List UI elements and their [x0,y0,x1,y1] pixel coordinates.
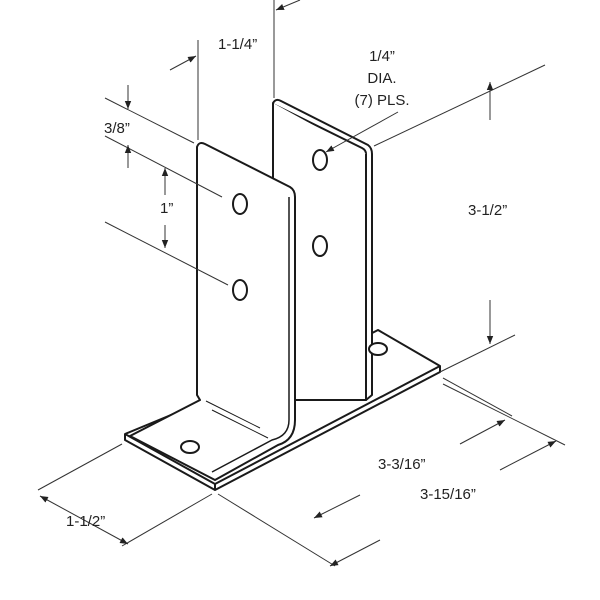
hole [368,342,388,356]
dim-hole-dia-unit: DIA. [367,70,397,87]
dim-edge-to-hole: 3/8” [104,120,130,137]
dim-base-length: 3-15/16” [420,486,476,503]
hole [232,193,248,215]
hole [312,235,328,257]
dim-hole-spacing: 1” [160,200,174,217]
hole [232,279,248,301]
dimension-lines [37,0,566,567]
dim-plate-gap: 1-1/4” [218,36,258,53]
hole [312,149,328,171]
dim-base-inner: 3-3/16” [378,456,426,473]
hole [180,440,200,454]
back-plate [272,98,373,401]
dim-base-width: 1-1/2” [66,513,106,530]
dim-hole-dia: 1/4” [369,48,395,65]
dim-height: 3-1/2” [468,202,508,219]
dim-hole-count: (7) PLS. [354,92,410,109]
front-plate [129,142,296,481]
